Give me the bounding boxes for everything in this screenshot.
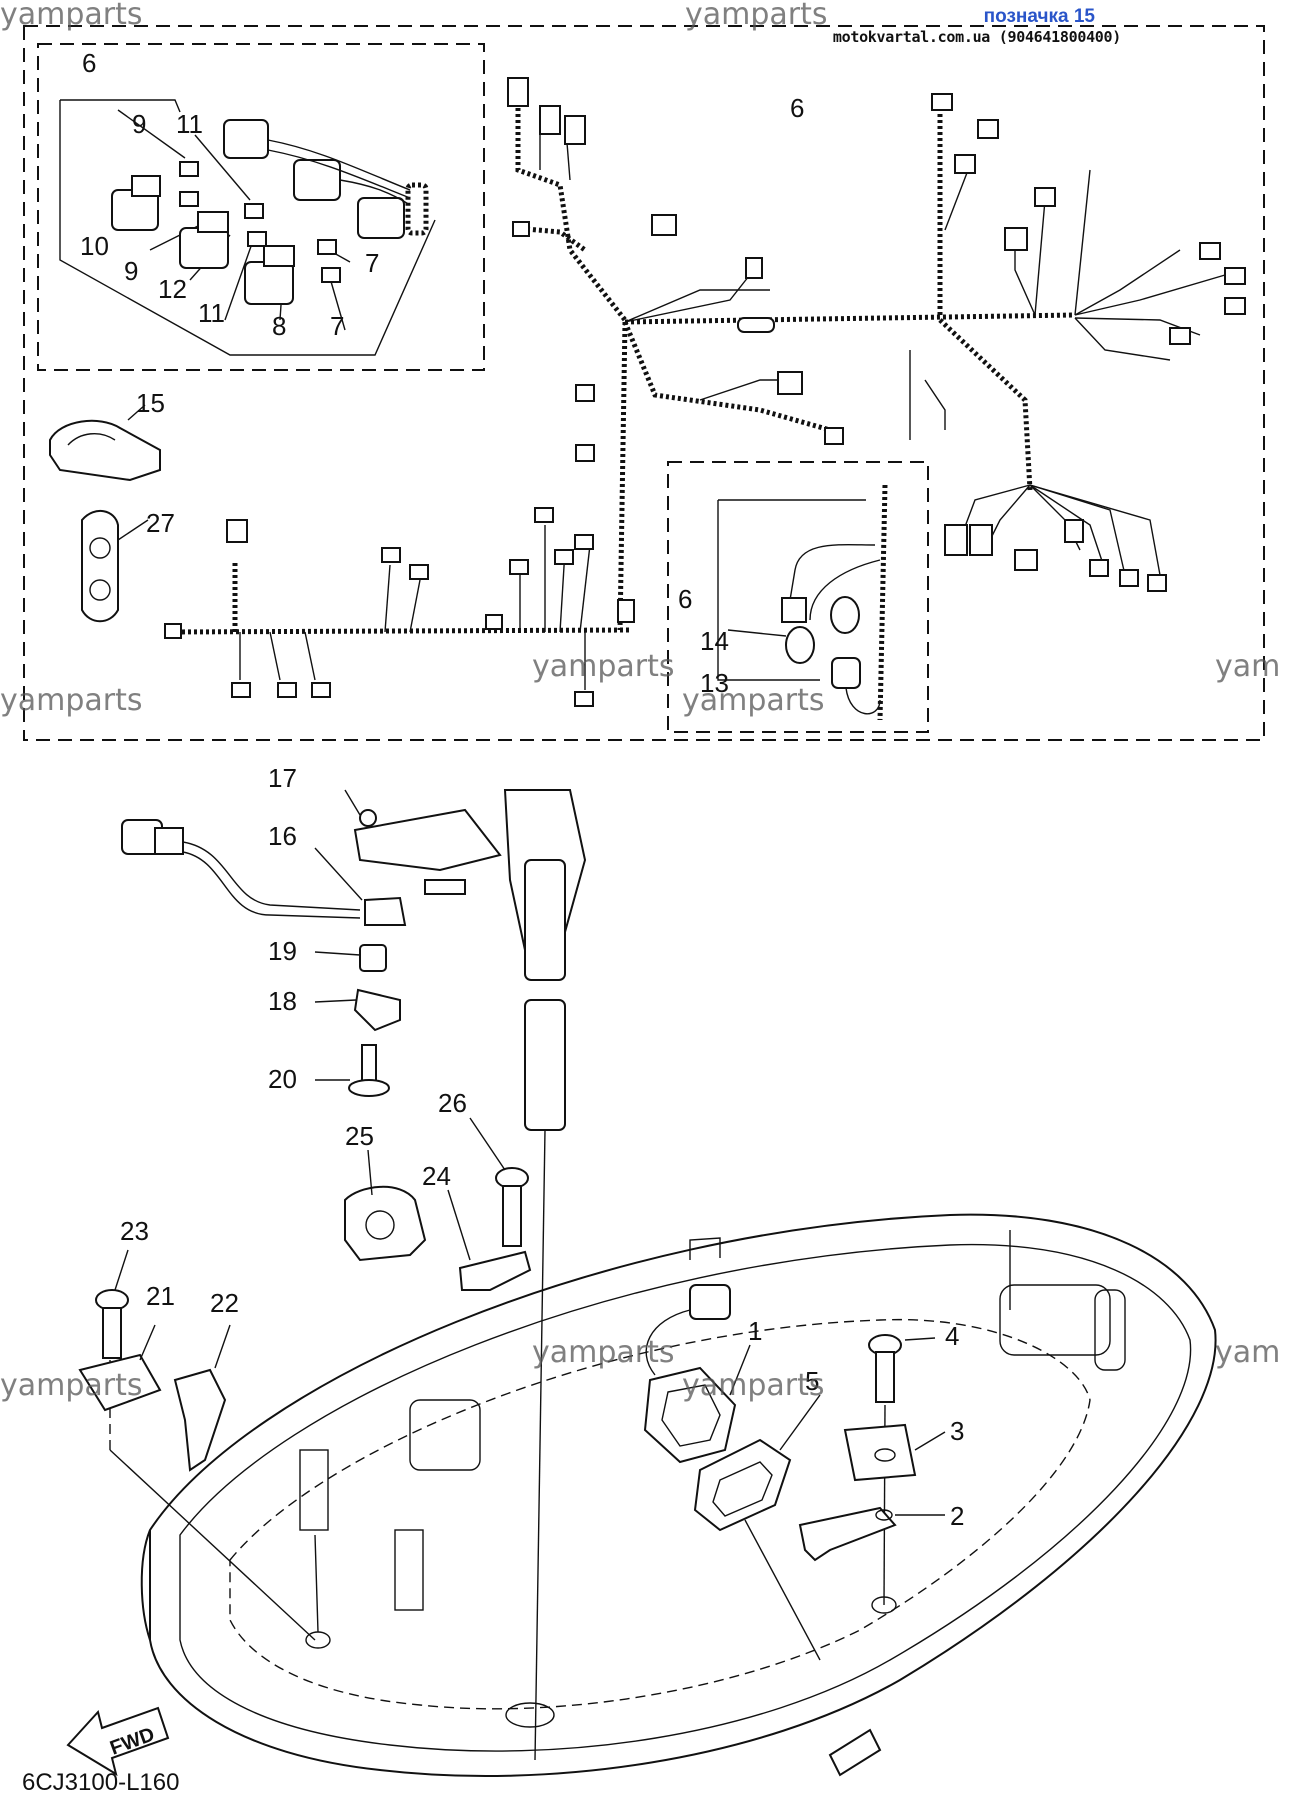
- bolt-26: [469, 1117, 529, 1247]
- callout-22: 22: [210, 1288, 239, 1318]
- plate-3: [843, 1423, 946, 1482]
- callout-11: 11: [176, 109, 203, 139]
- wire-harness: [164, 77, 1246, 707]
- callout-6b: 6: [790, 93, 804, 123]
- bracket-24: [447, 1189, 532, 1291]
- clamp-15: [49, 404, 161, 482]
- cap-detail: [717, 484, 888, 721]
- callout-13: 13: [700, 668, 729, 698]
- header-tag: позначка 15: [983, 6, 1095, 27]
- watermarks: yamparts yamparts yamparts yamparts yamp…: [0, 0, 1280, 1403]
- bottom-cowling: [109, 1213, 1217, 1777]
- callout-20: 20: [268, 1064, 297, 1094]
- callout-6c: 6: [678, 584, 692, 614]
- bracket-2: [798, 1506, 945, 1562]
- shift-lever: [503, 789, 587, 1761]
- watermark-partial: yam: [1215, 649, 1280, 684]
- watermark: yamparts: [682, 1368, 825, 1403]
- grommet-1: [643, 1284, 751, 1464]
- cap-detail-frame: [667, 461, 929, 733]
- watermark: yamparts: [0, 0, 143, 32]
- callout-24: 24: [422, 1161, 451, 1191]
- callout-2: 2: [950, 1501, 964, 1531]
- callout-16: 16: [268, 821, 297, 851]
- callout-11b: 11: [198, 298, 225, 328]
- harness-group-frame: [23, 25, 1265, 741]
- callouts: 6 9 11 10 9 12 11 8 7 7 6 15 27 6 14 13 …: [80, 48, 964, 1531]
- clamp-25: [344, 1149, 427, 1262]
- callout-17: 17: [268, 763, 297, 793]
- callout-25: 25: [345, 1121, 374, 1151]
- clamp-27: [81, 510, 149, 623]
- gasket-5: [693, 1394, 821, 1661]
- header-site: motokvartal.com.ua (904641800400): [832, 28, 1121, 46]
- callout-26: 26: [438, 1088, 467, 1118]
- fwd-arrow: FWD: [66, 1706, 170, 1777]
- watermark: yamparts: [0, 683, 143, 718]
- callout-7: 7: [330, 311, 344, 341]
- callout-14: 14: [700, 626, 729, 656]
- diagram-code: 6CJ3100-L160: [22, 1769, 179, 1796]
- bolt-23: [95, 1249, 129, 1450]
- callout-5: 5: [805, 1366, 819, 1396]
- callout-4: 4: [945, 1321, 959, 1351]
- connector-inset-frame: [37, 43, 485, 371]
- watermark: yamparts: [0, 1368, 143, 1403]
- callout-27: 27: [146, 508, 175, 538]
- callout-23: 23: [120, 1216, 149, 1246]
- callout-12: 12: [158, 274, 187, 304]
- callout-7b: 7: [365, 248, 379, 278]
- callout-18: 18: [268, 986, 297, 1016]
- sensor-assembly: [121, 789, 502, 1097]
- callout-19: 19: [268, 936, 297, 966]
- watermark-partial: yam: [1215, 1335, 1280, 1370]
- watermark: yamparts: [532, 649, 675, 684]
- callout-1: 1: [748, 1316, 762, 1346]
- bracket-22: [173, 1324, 231, 1472]
- callout-6: 6: [82, 48, 96, 78]
- watermark: yamparts: [532, 1335, 675, 1370]
- bolt-4: [868, 1334, 936, 1606]
- connector-group: [59, 99, 436, 356]
- callout-9: 9: [132, 109, 146, 139]
- callout-10: 10: [80, 231, 109, 261]
- callout-21: 21: [146, 1281, 175, 1311]
- bracket-21: [78, 1324, 162, 1412]
- callout-8: 8: [272, 311, 286, 341]
- watermark: yamparts: [685, 0, 828, 32]
- callout-9b: 9: [124, 256, 138, 286]
- callout-15: 15: [136, 388, 165, 418]
- watermark: yamparts: [682, 683, 825, 718]
- callout-3: 3: [950, 1416, 964, 1446]
